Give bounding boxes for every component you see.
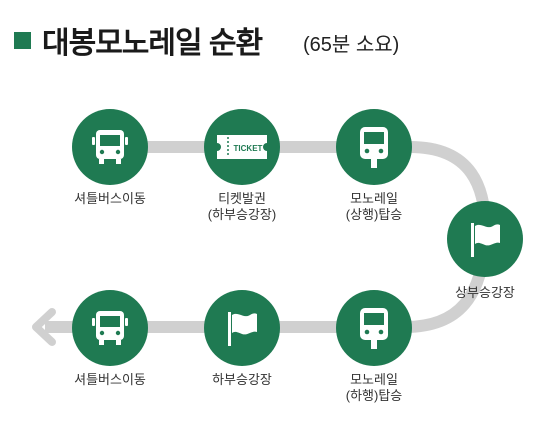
label-lower-station: 하부승강장 xyxy=(212,372,272,387)
node-monorail-up xyxy=(336,109,412,185)
node-lower-station xyxy=(204,290,280,366)
node-shuttle-bottom xyxy=(72,290,148,366)
node-upper-station xyxy=(447,201,523,277)
label-ticket: 티켓발권 (하부승강장) xyxy=(207,191,277,222)
page-subtitle: (65분 소요) xyxy=(303,34,400,56)
node-shuttle-top xyxy=(72,109,148,185)
node-monorail-down xyxy=(336,290,412,366)
label-shuttle-top: 셔틀버스이동 xyxy=(74,191,146,206)
left-arrow-icon xyxy=(32,308,56,346)
title-square-icon xyxy=(14,32,31,49)
ticket-icon: TICKET xyxy=(217,135,267,159)
svg-text:TICKET: TICKET xyxy=(234,144,263,153)
monorail-icon xyxy=(360,308,388,349)
page-title: 대봉모노레일 순환 xyxy=(42,27,263,60)
flag-icon xyxy=(228,312,257,346)
label-upper-station: 상부승강장 xyxy=(455,285,515,300)
flag-icon xyxy=(471,223,500,257)
monorail-icon xyxy=(360,127,388,168)
label-monorail-up: 모노레일 (상행)탑승 xyxy=(345,191,403,222)
node-ticket: TICKET xyxy=(204,109,280,185)
label-monorail-down: 모노레일 (하행)탑승 xyxy=(345,372,403,403)
label-shuttle-bottom: 셔틀버스이동 xyxy=(74,372,146,387)
bus-icon xyxy=(92,130,128,164)
bus-icon xyxy=(92,311,128,345)
